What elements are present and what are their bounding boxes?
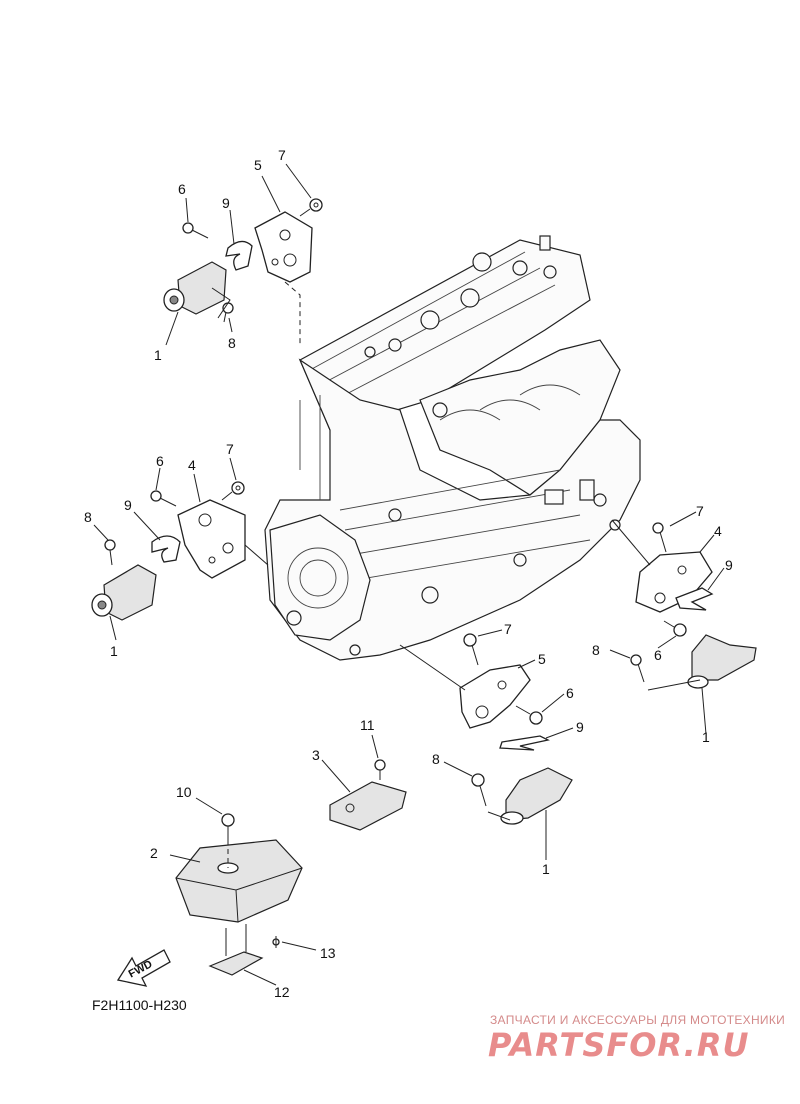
callout-6-top: 6 — [178, 181, 186, 197]
mount-group-lower-center — [399, 629, 574, 860]
callout-12: 12 — [274, 984, 290, 1000]
watermark-brand: PARTSFOR.RU — [488, 1026, 749, 1064]
callout-7-lower: 7 — [504, 621, 512, 637]
shim-9-lower — [499, 735, 550, 751]
bolt-7-left — [221, 481, 245, 501]
mount-bracket-4-right — [635, 551, 713, 613]
callout-5-lower: 5 — [538, 651, 546, 667]
bolt-8-left — [104, 539, 116, 566]
callout-7-top: 7 — [278, 147, 286, 163]
callout-13: 13 — [320, 945, 336, 961]
mount-plate-3 — [329, 781, 407, 831]
mount-bracket-5-top — [254, 211, 313, 283]
callout-8-top: 8 — [228, 335, 236, 351]
engine-mount-1-left — [91, 564, 157, 621]
callout-1-top: 1 — [154, 347, 162, 363]
callout-11: 11 — [360, 717, 375, 733]
diagram-code: F2H1100-H230 — [92, 997, 187, 1013]
callout-9-top: 9 — [222, 195, 230, 211]
mount-bracket-5-lower — [459, 664, 531, 729]
bolt-6-right — [663, 620, 687, 637]
bolt-8-right — [630, 654, 645, 683]
engine-mount-1-lower — [500, 767, 573, 825]
mount-group-mid-left — [91, 457, 269, 641]
callout-1-left: 1 — [110, 643, 118, 659]
callout-labels: 5 7 6 9 1 8 7 6 4 9 8 1 7 4 9 6 8 1 7 5 … — [84, 147, 733, 1000]
callout-8-right: 8 — [592, 642, 600, 658]
callout-7-right: 7 — [696, 503, 704, 519]
deck-parts — [169, 734, 407, 986]
callout-3: 3 — [312, 747, 320, 763]
callout-4-left: 4 — [188, 457, 196, 473]
bolt-6-lower — [515, 705, 543, 725]
plate-12 — [208, 951, 264, 976]
bolt-8-top — [222, 302, 234, 323]
forward-direction-arrow: FWD — [116, 949, 171, 987]
bolt-11 — [374, 759, 386, 780]
mount-group-top-left — [163, 163, 323, 346]
mount-bracket-4-left — [177, 499, 246, 579]
callout-1-right: 1 — [702, 729, 710, 745]
callout-4-right: 4 — [714, 523, 722, 539]
bolt-6-top — [182, 222, 209, 239]
callout-8-lower: 8 — [432, 751, 440, 767]
callout-6-right: 6 — [654, 647, 662, 663]
watermark: ЗАПЧАСТИ И АКСЕССУАРЫ ДЛЯ МОТОТЕХНИКИ PA… — [488, 1013, 785, 1064]
engine-mount-1-right — [687, 634, 757, 689]
bolt-8-lower — [471, 773, 487, 807]
callout-9-lower: 9 — [576, 719, 584, 735]
bolt-7-lower — [463, 633, 479, 666]
bolt-7-right — [652, 522, 667, 553]
callout-8-left: 8 — [84, 509, 92, 525]
callout-1-lower: 1 — [542, 861, 550, 877]
bolt-6-left — [150, 490, 177, 507]
callout-6-lower: 6 — [566, 685, 574, 701]
engine-mount-1-top — [163, 261, 227, 315]
callout-2: 2 — [150, 845, 158, 861]
bolt-7-top — [299, 198, 323, 217]
callout-9-left: 9 — [124, 497, 132, 513]
shim-9-right — [675, 587, 714, 611]
shim-9-top — [225, 240, 253, 271]
callout-5-top: 5 — [254, 157, 262, 173]
callout-9-right: 9 — [725, 557, 733, 573]
engine-mount-block-2 — [175, 839, 303, 923]
callout-10: 10 — [176, 784, 192, 800]
mount-group-right — [609, 511, 757, 735]
callout-6-left: 6 — [156, 453, 164, 469]
watermark-tagline: ЗАПЧАСТИ И АКСЕССУАРЫ ДЛЯ МОТОТЕХНИКИ — [490, 1013, 785, 1027]
screw-13 — [272, 936, 280, 948]
callout-7-left: 7 — [226, 441, 234, 457]
bolt-10 — [221, 813, 235, 840]
engine-block — [264, 235, 641, 661]
shim-9-left — [151, 535, 181, 563]
